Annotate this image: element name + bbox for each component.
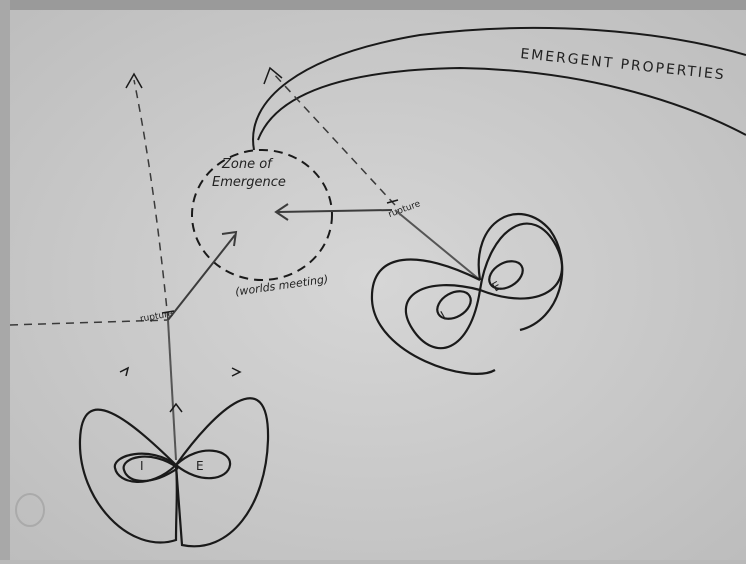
zone-line1: Zone of — [221, 157, 274, 172]
arrow-left-to-zone — [167, 230, 238, 321]
arrow-right-to-zone — [274, 203, 393, 221]
left-loop-i: I — [140, 459, 144, 473]
left-axis-arrowhead — [125, 72, 143, 89]
rupture-tick-left — [161, 310, 175, 314]
right-loop-diagram — [405, 222, 563, 350]
right-outer-loops — [370, 212, 564, 375]
board-left-edge — [0, 0, 10, 560]
left-loop-e: E — [196, 459, 204, 473]
right-axis-arrowhead — [263, 66, 283, 85]
faint-smudge — [15, 493, 45, 527]
board-top-edge — [0, 0, 746, 10]
left-loop-arrows — [119, 366, 242, 413]
rupture-tick-right — [386, 199, 399, 204]
zone-line2: Emergence — [212, 175, 286, 190]
zone-of-emergence-circle — [191, 149, 333, 281]
left-dashed-axis — [9, 79, 169, 326]
right-dashed-axis — [271, 71, 396, 206]
left-loop-diagram — [78, 397, 270, 548]
right-connector — [394, 209, 481, 281]
emergent-properties-band — [252, 26, 746, 151]
right-loop-i: I — [438, 308, 448, 322]
left-connector — [167, 319, 177, 461]
